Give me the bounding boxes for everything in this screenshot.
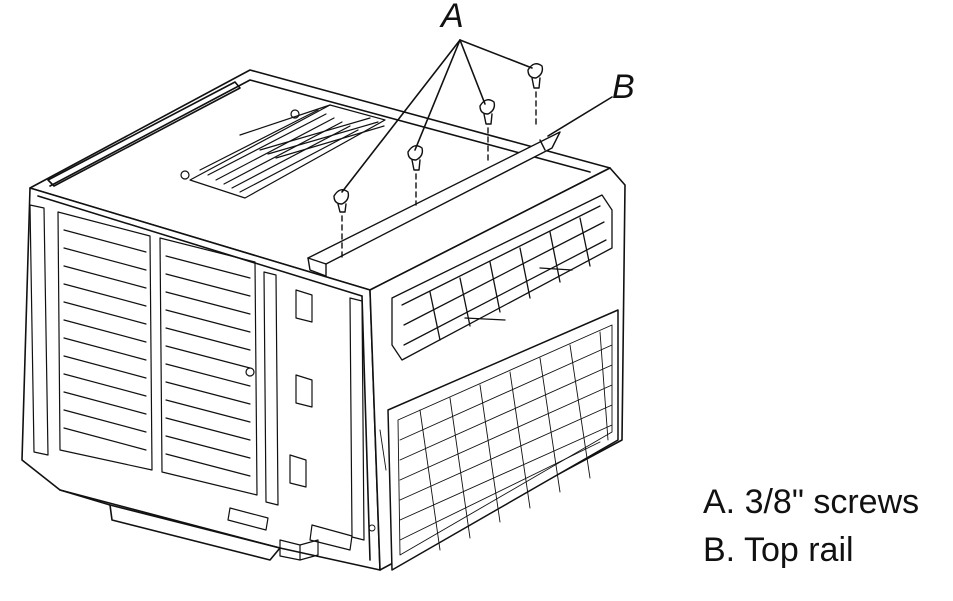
front-air-deflector [391, 194, 613, 361]
top-vent-grille [180, 104, 386, 199]
callout-a-label: A [439, 0, 464, 35]
callout-a-leaders [341, 39, 533, 193]
callout-b-leader [547, 96, 613, 137]
legend-item-screws: A. 3/8" screws [703, 483, 920, 521]
screw-2 [407, 145, 424, 206]
legend: A. 3/8" screws B. Top rail [703, 478, 919, 574]
top-rail [307, 131, 561, 277]
screw-4 [527, 63, 544, 129]
bottom-bracket [279, 539, 319, 561]
legend-item-top-rail: B. Top rail [703, 531, 854, 569]
callout-b-label: B [612, 68, 635, 106]
screw-3 [479, 99, 496, 161]
front-intake-mesh [368, 309, 619, 571]
screw-1 [333, 189, 350, 259]
left-side-louvers [29, 204, 365, 551]
